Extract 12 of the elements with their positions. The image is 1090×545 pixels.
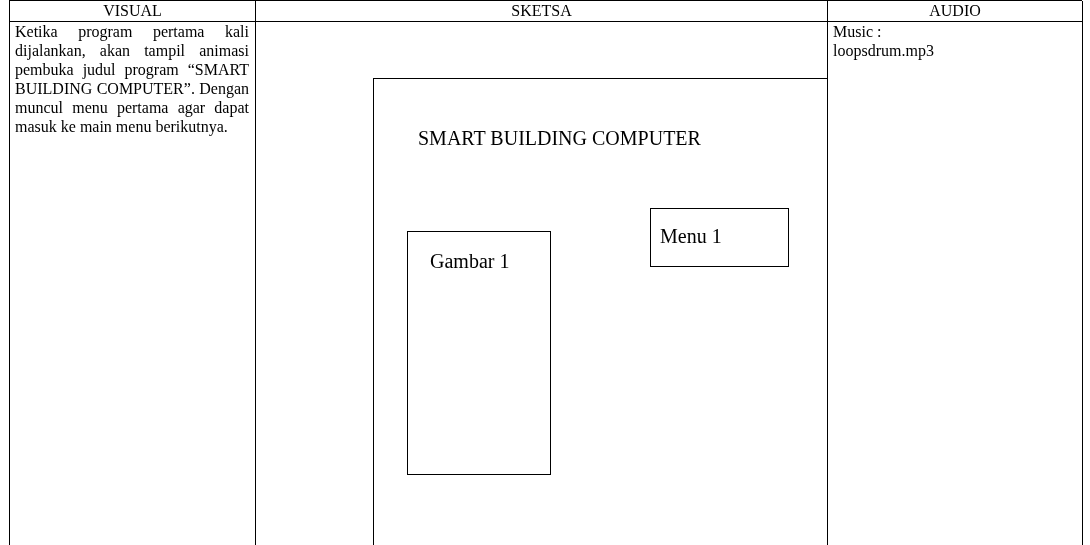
menu-box bbox=[650, 208, 789, 267]
column-header: AUDIO bbox=[929, 1, 981, 20]
image-placeholder-box bbox=[407, 231, 551, 475]
sketch-frame bbox=[373, 78, 828, 545]
column-header: SKETSA bbox=[511, 1, 572, 20]
audio-text: Music : bbox=[833, 22, 882, 41]
audio-text: loopsdrum.mp3 bbox=[833, 41, 934, 60]
box-label: Gambar 1 bbox=[430, 249, 510, 273]
description-text: Ketika program pertama kali dijalankan, akan tampil animasi pembuka judul program “SMART BUILDING COMPUTER”. Dengan muncul menu pertama agar dapat masuk ke main menu berikutnya. bbox=[15, 22, 249, 136]
column-header: VISUAL bbox=[103, 1, 162, 20]
box-label: SMART BUILDING COMPUTER bbox=[418, 126, 702, 150]
box-label: Menu 1 bbox=[660, 224, 722, 248]
